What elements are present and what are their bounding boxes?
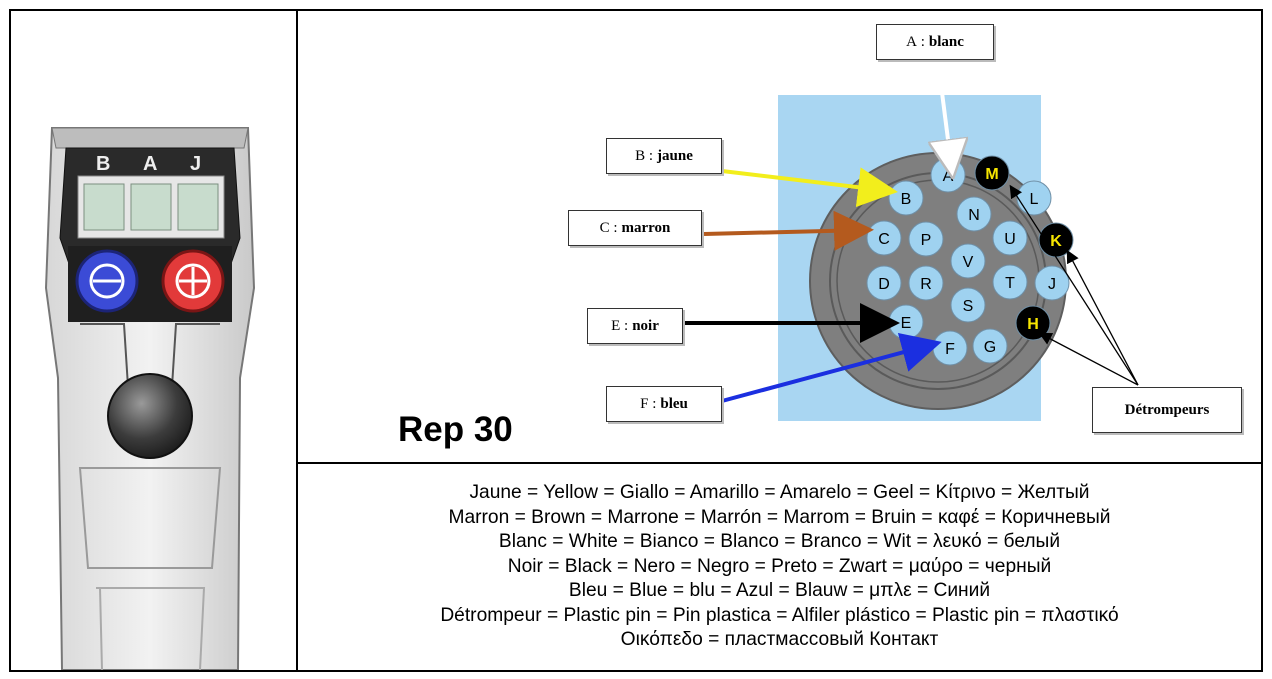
legend-line-detrompeur: Détrompeur = Plastic pin = Pin plastica …: [440, 604, 1119, 626]
arrow-c-brown: [703, 210, 874, 251]
connector-pin-label-p: P: [921, 232, 932, 249]
callout-detrompeurs-text: Détrompeurs: [1124, 401, 1210, 418]
arrow-detrompeur-h: [1038, 332, 1139, 386]
callout-a-blanc: A :blanc: [876, 24, 994, 60]
legend-line-detrompeur-cont: Οικόπεδο = пластмассовый Контакт: [620, 629, 939, 651]
arrow-detrompeur-k: [1066, 249, 1139, 386]
connector-pin-label-h: H: [1027, 316, 1039, 333]
callout-b-jaune: B :jaune: [606, 138, 722, 174]
callout-b-color: jaune: [657, 147, 693, 164]
connector-pin-label-d: D: [878, 276, 890, 293]
arrow-a-white: [938, 60, 952, 171]
connector-pin-n: N: [956, 196, 992, 232]
connector-pin-m: M: [974, 155, 1010, 191]
connector-pin-h: H: [1015, 305, 1051, 341]
display-digit-left: [83, 183, 125, 231]
connector-pin-label-r: R: [920, 276, 932, 293]
legend-line-marron: Marron = Brown = Marrone = Marrón = Marr…: [448, 506, 1111, 528]
arrow-detrompeur-m: [1009, 184, 1139, 386]
connector-pin-label-e: E: [901, 315, 912, 332]
connector-pin-d: D: [866, 265, 902, 301]
legend-line-bleu: Bleu = Blue = blu = Azul = Blauw = μπλε …: [568, 580, 991, 602]
connector-pin-label-n: N: [968, 207, 980, 224]
connector-pin-j: J: [1034, 265, 1070, 301]
joystick-knob: [107, 373, 193, 459]
connector-pin-f: F: [932, 330, 968, 366]
outer-frame: [9, 9, 1263, 672]
callout-c-marron: C :marron: [568, 210, 702, 246]
connector-pin-t: T: [992, 264, 1028, 300]
remote-label-left: B: [96, 153, 110, 175]
connector-pin-l: L: [1016, 180, 1052, 216]
callout-f-color: bleu: [660, 395, 688, 412]
connector-pin-label-m: M: [985, 166, 998, 183]
callout-e-noir: E :noir: [587, 308, 683, 344]
legend-line-noir: Noir = Black = Nero = Negro = Preto = Zw…: [507, 555, 1052, 577]
callout-a-pin: A: [906, 33, 917, 50]
color-translation-legend: Jaune = Yellow = Giallo = Amarillo = Ama…: [298, 464, 1261, 670]
callout-b-pin: B: [635, 147, 646, 164]
remote-label-middle: A: [143, 153, 157, 175]
connector-pin-c: C: [866, 220, 902, 256]
callout-a-color: blanc: [928, 33, 964, 50]
connector-pin-label-j: J: [1048, 276, 1056, 293]
connector-pin-u: U: [992, 220, 1028, 256]
connector-diagram: A B C D E F G H J K L M N P R S T U V: [682, 60, 1139, 421]
callout-f-bleu: F :bleu: [606, 386, 722, 422]
connector-pin-label-c: C: [878, 231, 890, 248]
connector-pin-label-b: B: [901, 191, 912, 208]
arrow-f-blue: [721, 332, 942, 403]
connector-pin-v: V: [950, 243, 986, 279]
connector-pin-s: S: [950, 287, 986, 323]
connector-pin-r: R: [908, 265, 944, 301]
rep-label: Rep 30: [398, 410, 513, 449]
connector-pin-label-s: S: [963, 298, 974, 315]
connector-pin-label-k: K: [1050, 233, 1062, 250]
connector-pin-g: G: [972, 328, 1008, 364]
legend-line-jaune: Jaune = Yellow = Giallo = Amarillo = Ama…: [469, 482, 1090, 504]
callout-c-color: marron: [621, 219, 671, 236]
callout-e-pin: E: [611, 317, 621, 334]
display-digit-right: [177, 183, 219, 231]
connector-pin-label-f: F: [945, 341, 955, 358]
remote-control-illustration: B A J: [44, 127, 256, 670]
connector-pin-k: K: [1038, 222, 1074, 258]
connector-pin-p: P: [908, 221, 944, 257]
column-divider: [296, 9, 298, 672]
callout-f-pin: F: [640, 395, 649, 412]
callout-e-color: noir: [632, 317, 659, 334]
remote-label-right: J: [190, 153, 201, 175]
connector-pin-label-t: T: [1005, 275, 1015, 292]
callout-c-pin: C: [599, 219, 610, 236]
connector-pin-a: A: [930, 157, 966, 193]
callout-detrompeurs: Détrompeurs: [1092, 387, 1242, 433]
connector-pin-e: E: [888, 304, 924, 340]
display-digit-middle: [130, 183, 172, 231]
connector-pin-label-v: V: [963, 254, 974, 271]
connector-pin-b: B: [888, 180, 924, 216]
legend-divider: [296, 462, 1263, 464]
connector-pin-label-g: G: [984, 339, 996, 356]
arrow-b-yellow: [721, 167, 898, 208]
connector-pin-label-u: U: [1004, 231, 1016, 248]
legend-line-blanc: Blanc = White = Bianco = Blanco = Branco…: [498, 531, 1061, 553]
connector-pin-label-l: L: [1030, 191, 1039, 208]
